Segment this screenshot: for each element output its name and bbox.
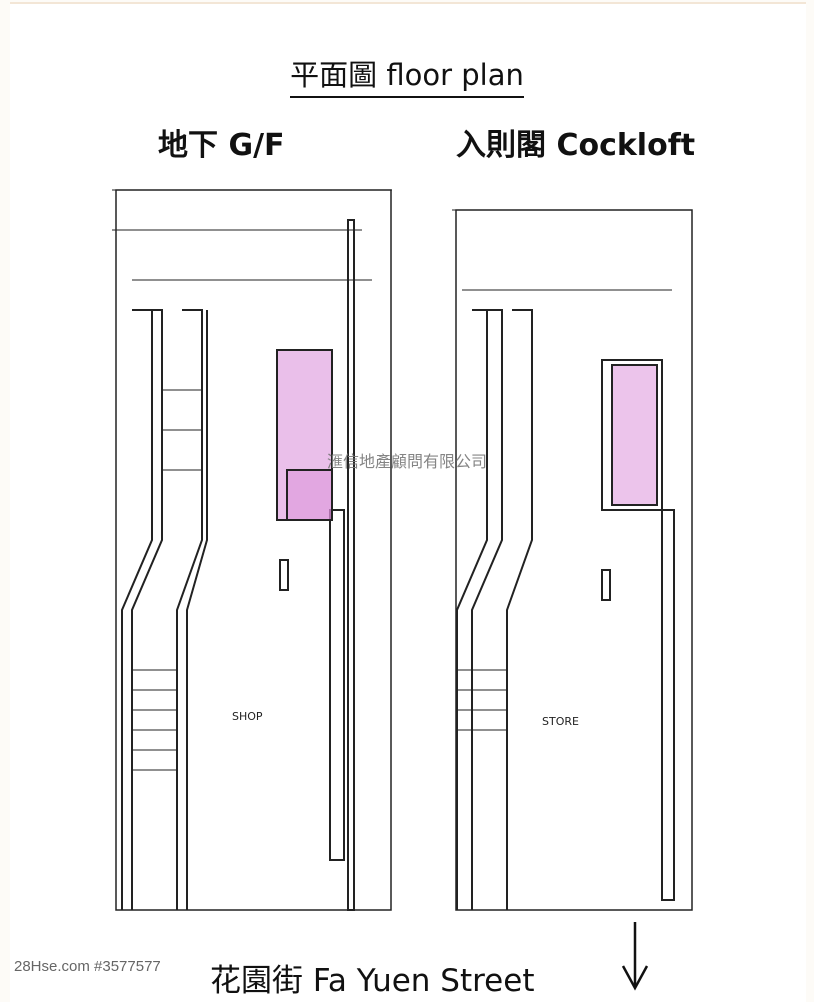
cockloft-label: 入則閣 Cockloft <box>456 128 696 163</box>
gf-floor-plan: SHOP <box>112 189 392 911</box>
gf-label: 地下 G/F <box>158 128 285 163</box>
gf-shop-annotation: SHOP <box>232 710 263 723</box>
agency-watermark: 滙信地產顧問有限公司 <box>326 452 487 471</box>
site-watermark: 28Hse.com #3577577 <box>14 958 161 975</box>
cockloft-floor-plan: STORE <box>452 209 693 911</box>
street-label: 花園街 Fa Yuen Street <box>210 963 535 999</box>
plan-title: 平面圖 floor plan <box>0 52 814 98</box>
down-arrow-icon <box>621 922 649 991</box>
cockloft-store-annotation: STORE <box>542 715 579 728</box>
